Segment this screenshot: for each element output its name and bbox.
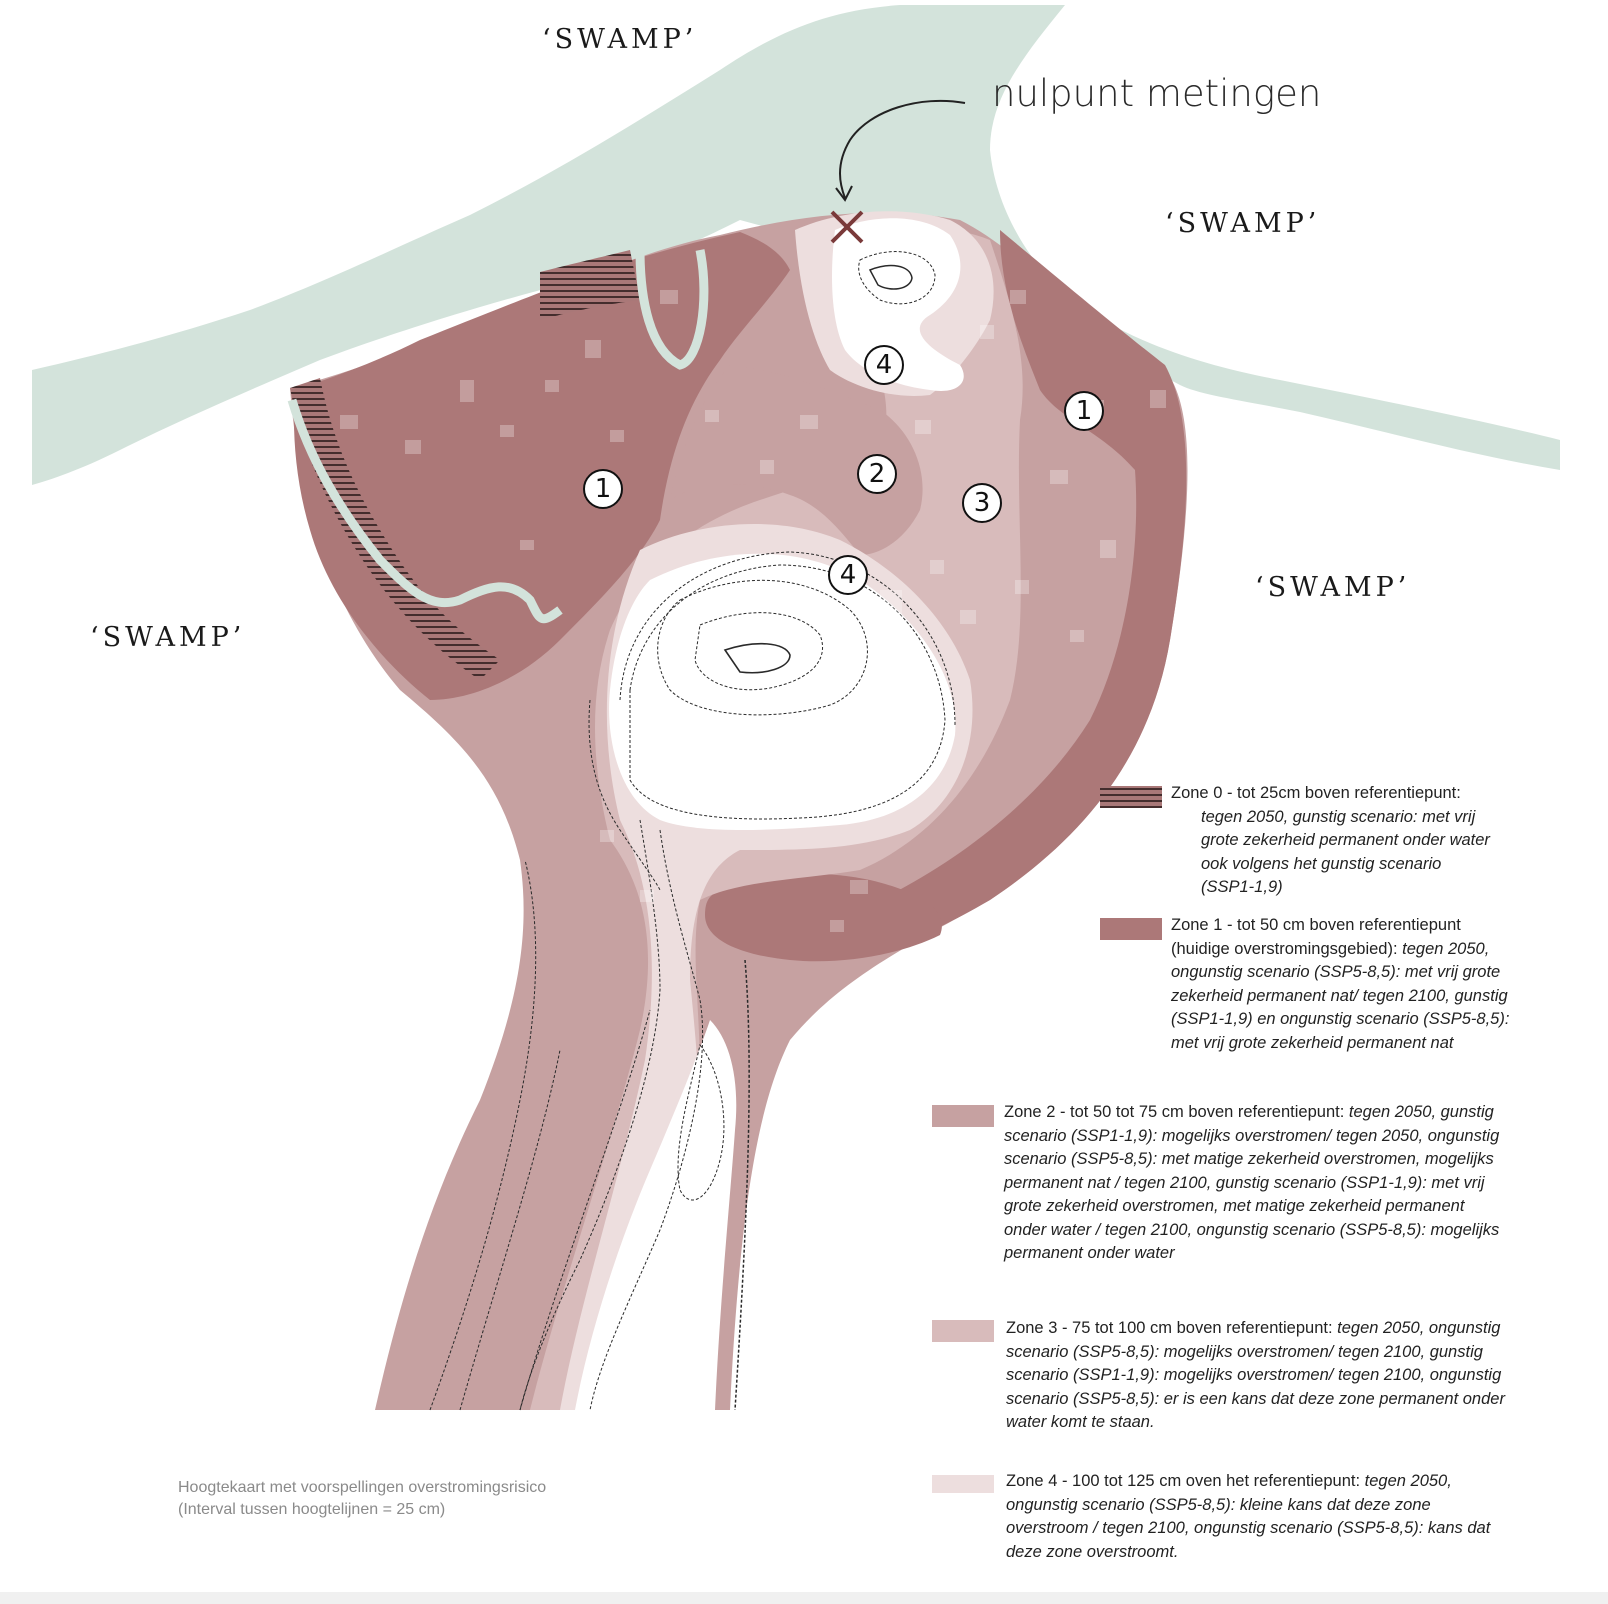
swamp-label-left: ‘SWAMP’	[90, 622, 246, 653]
legend-zone2: Zone 2 - tot 50 tot 75 cm boven referent…	[1004, 1101, 1510, 1266]
zone-marker-3: 3	[962, 483, 1002, 523]
legend-zone4: Zone 4 - 100 tot 125 cm oven het referen…	[1006, 1470, 1506, 1564]
legend-swatch-zone3	[932, 1320, 994, 1342]
legend-zone3: Zone 3 - 75 tot 100 cm boven referentiep…	[1006, 1317, 1506, 1435]
swamp-label-right-top: ‘SWAMP’	[1165, 208, 1321, 239]
swamp-channel-west	[287, 398, 563, 624]
legend-zone4-desc: tegen 2050, ongunstig scenario (SSP5-8,5…	[1006, 1472, 1491, 1561]
high-ground-south	[609, 553, 956, 830]
building-footprints	[340, 290, 1166, 932]
swamp-label-top: ‘SWAMP’	[542, 24, 698, 55]
bottom-strip	[0, 1592, 1608, 1604]
nulpunt-label: nulpunt metingen	[992, 72, 1322, 115]
high-ground-north	[832, 218, 964, 391]
legend-zone1-desc: tegen 2050, ongunstig scenario (SSP5-8,5…	[1171, 939, 1510, 1052]
zone0-strip-left	[290, 378, 500, 680]
zone-marker-1-left: 1	[583, 469, 623, 509]
legend-swatch-zone0	[1100, 786, 1162, 808]
zone-marker-2: 2	[857, 454, 897, 494]
legend-swatch-zone1	[1100, 918, 1162, 940]
zone2-central-area	[670, 365, 923, 555]
zone-marker-4-north: 4	[864, 345, 904, 385]
zone-marker-1-right: 1	[1064, 391, 1104, 431]
legend-zone3-label: Zone 3 - 75 tot 100 cm boven referentiep…	[1006, 1319, 1333, 1337]
zone0-strip-top	[540, 250, 640, 320]
legend-zone3-desc: tegen 2050, ongunstig scenario (SSP5-8,5…	[1006, 1319, 1505, 1431]
legend-zone4-label: Zone 4 - 100 tot 125 cm oven het referen…	[1006, 1472, 1361, 1490]
legend-swatch-zone2	[932, 1105, 994, 1127]
legend-zone2-label: Zone 2 - tot 50 tot 75 cm boven referent…	[1004, 1103, 1345, 1121]
zone1-south-area	[705, 873, 942, 962]
swamp-channel-north	[635, 249, 709, 370]
legend-zone0-desc: tegen 2050, gunstig scenario: met vrij g…	[1201, 807, 1490, 897]
legend-zone1-label: Zone 1 - tot 50 cm boven referentiepunt …	[1171, 916, 1461, 958]
map-caption: Hoogtekaart met voorspellingen overstrom…	[178, 1477, 546, 1521]
legend-zone0: Zone 0 - tot 25cm boven referentiepunt: …	[1171, 782, 1511, 900]
nulpunt-arrow	[839, 99, 966, 199]
swamp-water	[32, 5, 1560, 485]
legend-zone1: Zone 1 - tot 50 cm boven referentiepunt …	[1171, 914, 1511, 1055]
legend-swatch-zone4	[932, 1475, 994, 1493]
map-caption-line2: (Interval tussen hoogtelijnen = 25 cm)	[178, 1501, 446, 1518]
legend-zone2-desc: tegen 2050, gunstig scenario (SSP1-1,9):…	[1004, 1103, 1500, 1262]
high-ground-spit	[575, 1020, 737, 1410]
nulpunt-arrowhead-icon	[835, 185, 853, 202]
map-caption-line1: Hoogtekaart met voorspellingen overstrom…	[178, 1479, 547, 1496]
zone-marker-4-south: 4	[828, 555, 868, 595]
contour-lines	[429, 251, 956, 1411]
nulpunt-cross-icon	[830, 210, 864, 244]
swamp-label-right: ‘SWAMP’	[1255, 572, 1411, 603]
legend-zone0-label: Zone 0 - tot 25cm boven referentiepunt:	[1171, 784, 1461, 802]
